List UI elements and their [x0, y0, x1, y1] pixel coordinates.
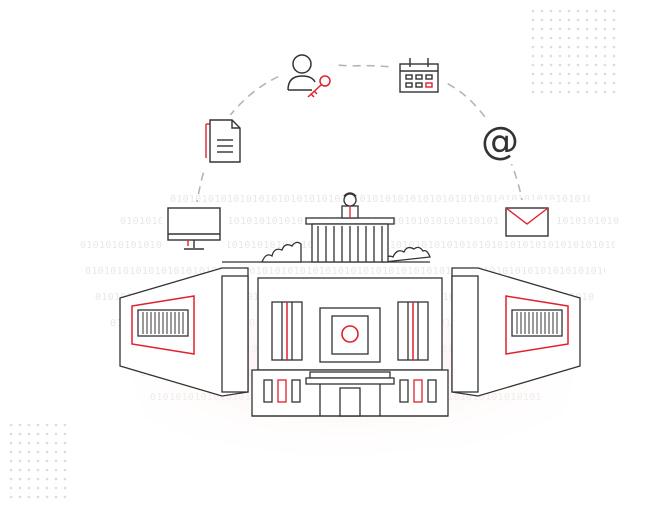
at-sign-icon: @ [481, 119, 519, 163]
monitor-icon [167, 207, 221, 250]
binary-row: 0101010101010101010101010101010101010101… [170, 194, 590, 205]
dot-grid-top-right [528, 8, 620, 96]
national-emblem-icon [341, 192, 359, 219]
binary-row: 0101010101010101010101010101010101010101… [85, 266, 605, 277]
envelope-icon [505, 207, 549, 237]
user-key-icon [287, 54, 331, 98]
document-icon [205, 119, 241, 163]
parliament-building-illustration [119, 192, 581, 417]
dot-grid-bottom-left [4, 418, 72, 500]
calendar-icon [399, 58, 439, 93]
